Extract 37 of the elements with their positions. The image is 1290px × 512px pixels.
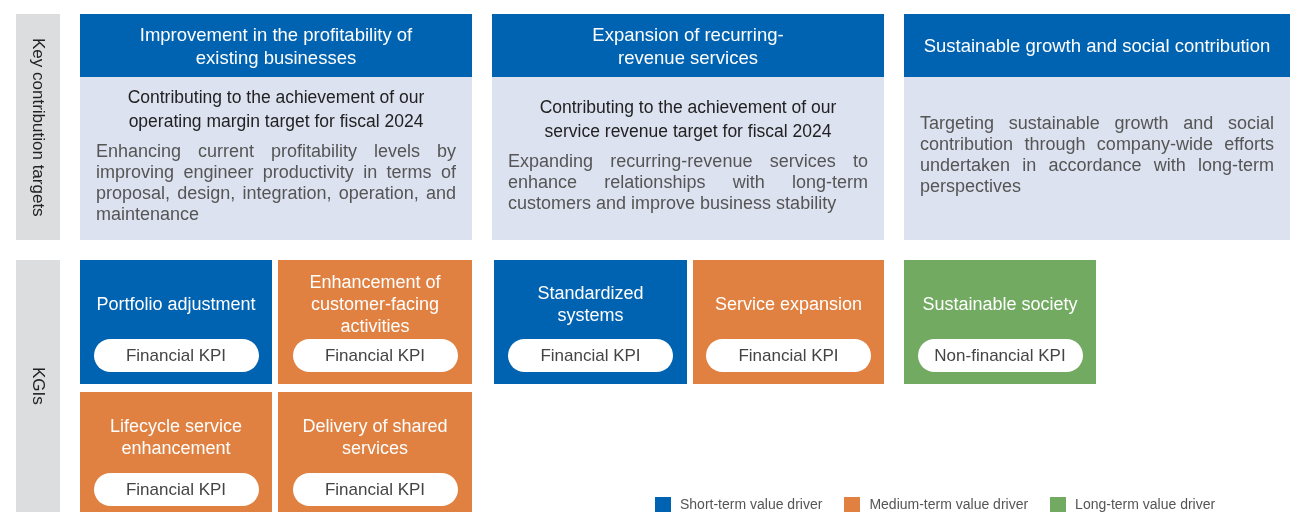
- kgi-title: Lifecycle service enhancement: [108, 414, 243, 459]
- row-label-band: KGIs: [16, 260, 60, 512]
- legend-label: Short-term value driver: [680, 495, 823, 512]
- target-card: [904, 14, 1290, 240]
- kgi-title: Service expansion: [714, 292, 863, 315]
- kpi-pill: Financial KPI: [93, 339, 259, 372]
- card-description: Enhancing current profitability levels by improving engineer productivity in terms of proposal, design, integration, operation, and maintenance: [96, 140, 456, 225]
- kpi-pill: Financial KPI: [706, 339, 871, 372]
- card-description: Targeting sustainable growth and social contribution through company-wide efforts undertaken in accordance with long-term perspectives: [920, 112, 1274, 197]
- kgi-box: [278, 392, 472, 512]
- legend-label: Medium-term value driver: [869, 495, 1029, 512]
- card-description: Expanding recurring-revenue services to enhance relationships with long-term customers and improve business stability: [508, 151, 868, 214]
- kgi-box: [278, 260, 472, 384]
- card-header: Improvement in the profitability of existing businesses: [80, 14, 472, 77]
- card-header: Expansion of recurring-revenue services: [492, 14, 884, 77]
- card-subheading: Contributing to the achievement of our service revenue target for fiscal 2024: [538, 96, 838, 143]
- row-label-band: Key contribution targets: [16, 14, 60, 240]
- kgi-title: Standardized systems: [536, 281, 645, 326]
- kgi-title: Sustainable society: [922, 292, 1078, 315]
- kpi-pill: Non-financial KPI: [917, 339, 1083, 372]
- kgi-title: Portfolio adjustment: [96, 292, 256, 315]
- kgi-title: Enhancement of customer-facing activities: [308, 270, 442, 337]
- kgi-box: [904, 260, 1096, 384]
- kpi-pill: Financial KPI: [292, 473, 458, 506]
- kpi-pill: Financial KPI: [93, 473, 259, 506]
- target-card: [492, 14, 884, 240]
- kgi-title: Delivery of shared services: [301, 414, 449, 459]
- kgi-box: [693, 260, 884, 384]
- kpi-pill: Financial KPI: [292, 339, 458, 372]
- card-header: Sustainable growth and social contribution: [904, 14, 1290, 77]
- kgi-box: [80, 260, 272, 384]
- card-subheading: Contributing to the achievement of our operating margin target for fiscal 2024: [126, 85, 426, 133]
- target-card: [80, 14, 472, 240]
- legend-label: Long-term value driver: [1075, 495, 1216, 512]
- kpi-pill: Financial KPI: [508, 339, 673, 372]
- kgi-box: [80, 392, 272, 512]
- kgi-box: [494, 260, 687, 384]
